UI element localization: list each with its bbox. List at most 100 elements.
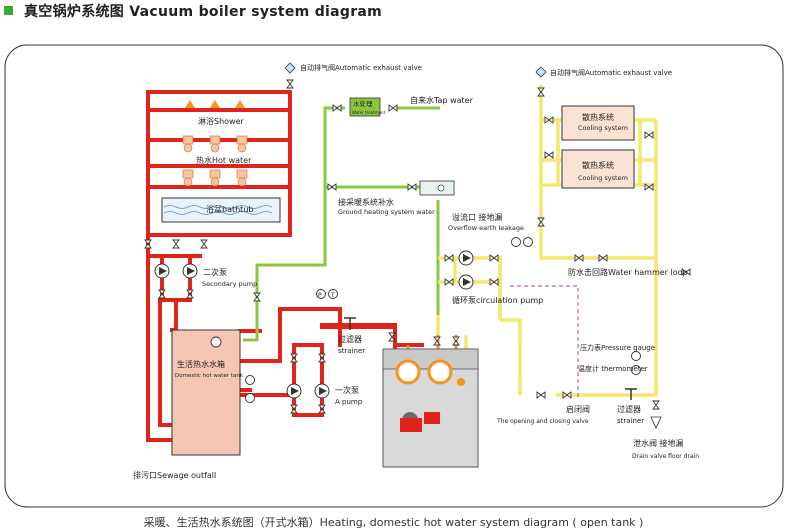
domestic-hot-water-tank — [171, 329, 241, 456]
exhaust-valve-right-icon — [535, 66, 547, 78]
cooling-system-2-label-en: Cooling system — [578, 174, 628, 182]
valve-icon — [536, 391, 546, 399]
shower-head-icon — [210, 100, 220, 108]
cooling-system-2 — [561, 149, 635, 189]
tank-label-cn: 生活热水水箱 — [177, 359, 225, 369]
water-treatment-label-en: Water treatment — [352, 110, 386, 115]
valve-icon — [253, 292, 261, 302]
exhaust-valve-left-icon — [284, 62, 296, 74]
valve-icon — [290, 404, 298, 414]
sewage-label: 排污口Sewage outfall — [133, 470, 216, 480]
valve-icon — [332, 104, 342, 112]
cooling-system-2-label-cn: 散热系统 — [582, 160, 614, 170]
cooling-system-1 — [561, 105, 635, 141]
valve-icon — [172, 239, 180, 249]
pressure-gauge-icon — [511, 237, 521, 247]
strainer-right-label-en: strainer — [617, 417, 644, 425]
tap-icon — [182, 169, 194, 187]
valve-icon — [544, 151, 554, 159]
hot-water-taps — [182, 135, 248, 187]
valve-icon — [598, 254, 608, 262]
valve-icon — [537, 87, 545, 97]
strainer-right-icon — [625, 388, 637, 400]
dashed-link — [510, 285, 579, 397]
tap-icon — [209, 135, 221, 153]
thermometer-icon — [245, 393, 255, 403]
overflow-label-cn: 溢流口 接地漏 — [452, 212, 503, 222]
secondary-pump-label-en: Secondary pump — [202, 280, 257, 288]
shower-heads — [185, 100, 245, 108]
gauge-p-label: P — [318, 292, 322, 299]
valve-icon — [318, 353, 326, 363]
valve-icon — [444, 278, 454, 286]
pressure-gauge-icon — [631, 351, 641, 361]
valve-icon — [286, 79, 294, 89]
tap-icon — [236, 135, 248, 153]
open-close-valve-label-cn: 启闭阀 — [566, 404, 590, 414]
diagram-caption: 采暖、生活热水系统图（开式水箱）Heating, domestic hot wa… — [143, 516, 644, 529]
bathtub — [161, 197, 281, 223]
valve-icon — [489, 254, 499, 262]
gauge-t-label: T — [330, 292, 335, 299]
cooling-system-1-label-en: Cooling system — [578, 124, 628, 132]
drain-label-en: Drain valve floor drain — [632, 453, 699, 460]
a-pump-label-cn: 一次泵 — [335, 385, 359, 395]
valve-icon — [186, 289, 194, 299]
strainer-right-label-cn: 过滤器 — [617, 404, 641, 414]
valve-icon — [452, 336, 460, 346]
valve-icon — [158, 289, 166, 299]
pressure-gauge-label: 压力表Pressure gauge — [580, 343, 655, 352]
strainer-left-label-en: strainer — [338, 347, 365, 355]
exhaust-valve-left-label: 自动排气阀Automatic exhaust valve — [300, 63, 422, 72]
valve-icon — [644, 131, 654, 139]
hot-water-label: 热水Hot water — [196, 155, 252, 165]
tap-icon — [236, 169, 248, 187]
valve-icon — [544, 116, 554, 124]
valve-icon — [318, 404, 326, 414]
drain-funnel-icon — [650, 416, 662, 429]
valve-icon — [574, 254, 584, 262]
strainer-left-icon — [344, 317, 356, 330]
valve-icon — [407, 183, 417, 191]
water-treatment-label-cn: 水处理 — [353, 99, 373, 108]
page-title: 真空锅炉系统图 Vacuum boiler system diagram — [24, 4, 383, 20]
water-hammer-label: 防水击回路Water hammer loop — [568, 267, 688, 277]
valve-icon — [562, 391, 572, 399]
valve-icon — [290, 353, 298, 363]
burner-icon — [400, 418, 422, 432]
thermometer-icon — [523, 237, 533, 247]
a-pump-label-en: A pump — [335, 398, 363, 406]
shower-head-icon — [235, 100, 245, 108]
circulation-pump-label: 循环泵circulation pump — [452, 295, 543, 305]
water-treatment-unit — [349, 97, 381, 117]
boiler-heat-exchanger-left-icon — [395, 359, 421, 385]
shower-head-icon — [185, 100, 195, 108]
valve-icon — [652, 400, 660, 410]
shower-label: 淋浴Shower — [198, 116, 245, 126]
drain-label-cn: 泄水阀 接地漏 — [633, 438, 684, 448]
tap-icon — [209, 169, 221, 187]
ground-heating-label-cn: 接采暖系统补水 — [338, 197, 394, 207]
vacuum-boiler — [382, 348, 479, 468]
cooling-system-1-label-cn: 散热系统 — [582, 112, 614, 122]
ground-heating-label-en: Ground heating system water — [338, 208, 435, 216]
valve-icon — [444, 254, 454, 262]
pressure-gauge-icon — [245, 375, 255, 385]
makeup-tank-float-icon — [437, 184, 445, 192]
valve-icon — [489, 278, 499, 286]
secondary-pump-label-cn: 二次泵 — [203, 267, 227, 277]
secondary-pump-left-icon — [154, 263, 170, 279]
valve-icon — [388, 104, 398, 112]
exhaust-valve-right-label: 自动排气阀Automatic exhaust valve — [550, 68, 672, 77]
secondary-pump-right-icon — [182, 263, 198, 279]
tank-float-icon — [210, 336, 222, 348]
tap-water-label: 自来水Tap water — [410, 95, 474, 105]
header-square-icon — [4, 6, 13, 15]
circulation-pump-bottom-icon — [458, 274, 474, 290]
thermometer-label: 温度计 thermometer — [578, 364, 648, 373]
a-pump-right-icon — [314, 383, 330, 399]
diagram-frame — [4, 44, 784, 508]
strainer-left-label-cn: 过滤器 — [338, 334, 362, 344]
tap-icon — [182, 135, 194, 153]
